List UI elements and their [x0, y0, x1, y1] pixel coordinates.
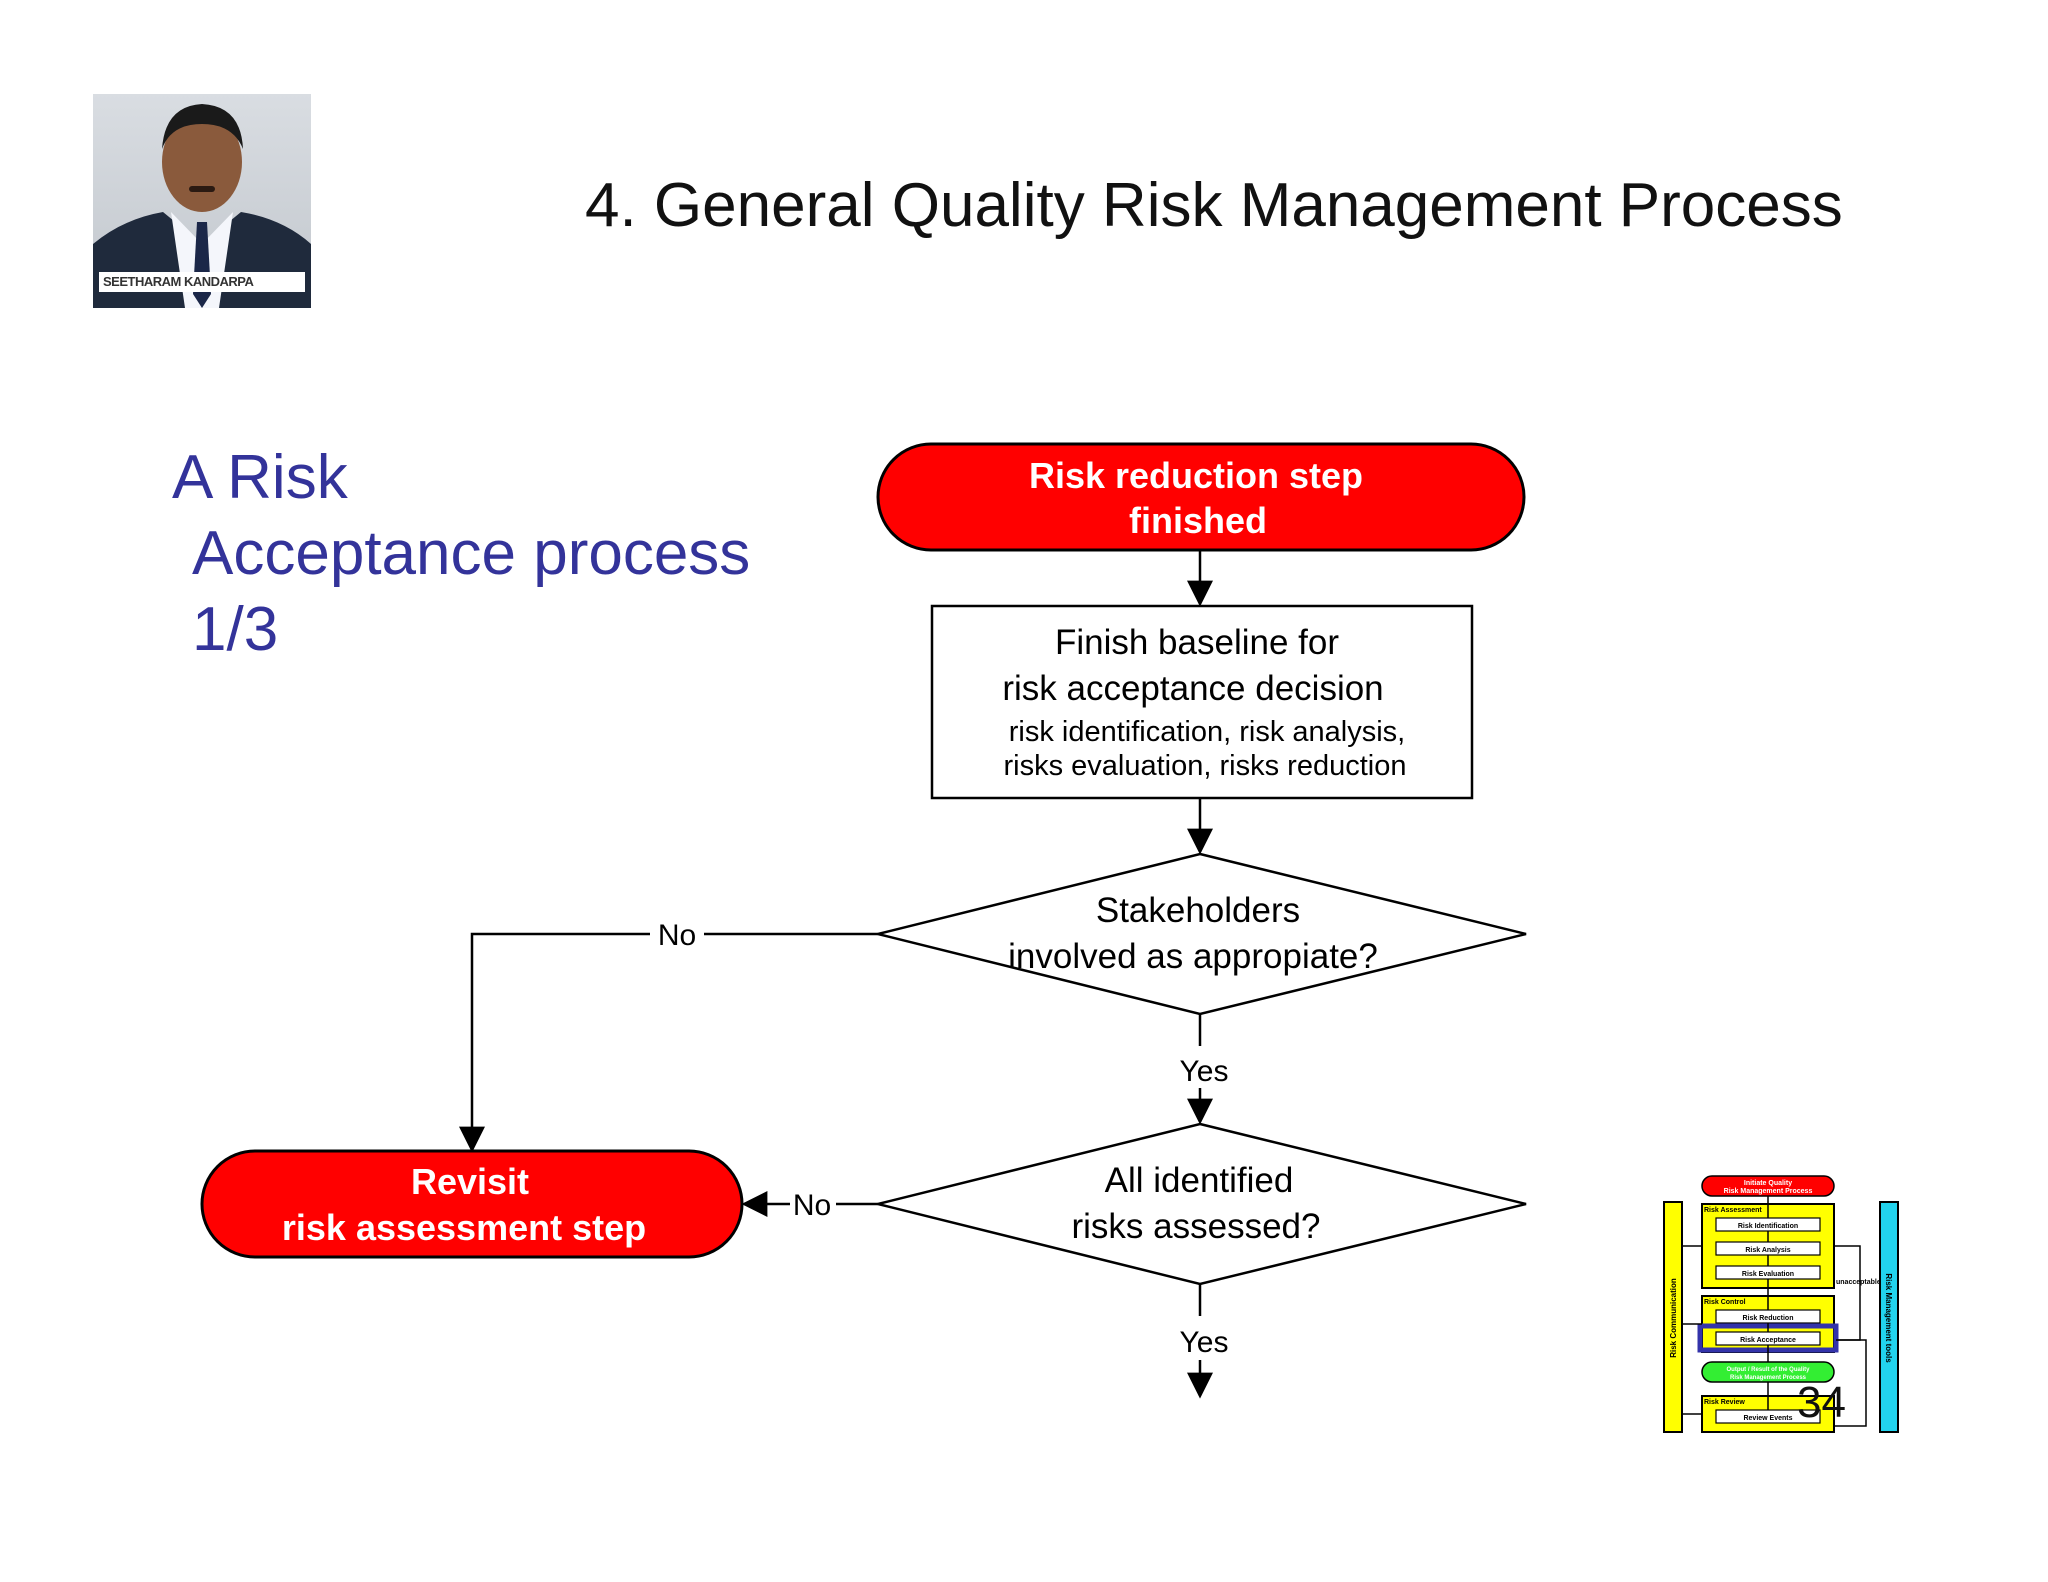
mini-risk-tools-bar	[1879, 1201, 1899, 1433]
mini-review-events-label: Review Events	[1743, 1415, 1792, 1422]
mini-risk-analysis-label: Risk Analysis	[1745, 1247, 1790, 1254]
mini-output-line2: Risk Management Process	[1730, 1375, 1807, 1381]
mini-risk-communication-bar	[1663, 1201, 1683, 1433]
side-title-line: 1/3	[192, 595, 279, 664]
label-no-risks: No	[793, 1189, 831, 1222]
mini-risk-review-label: Risk Review	[1704, 1399, 1745, 1406]
mini-risk-communication-label: Risk Communication	[1669, 1278, 1678, 1358]
start-terminator	[876, 442, 1526, 552]
decision1-line2: involved as appropiate?	[1008, 937, 1378, 976]
baseline-line2: risk acceptance decision	[1002, 669, 1383, 708]
revisit-label-line1: Revisit	[411, 1161, 529, 1202]
label-no-stakeholders: No	[658, 919, 696, 952]
mini-initiate-line1: Initiate Quality	[1744, 1180, 1792, 1187]
decision-risks-assessed	[877, 1122, 1527, 1286]
side-title-line: Acceptance process	[192, 519, 751, 588]
decision2-line1: All identified	[1105, 1161, 1294, 1200]
mini-output-line1: Output / Result of the Quality	[1727, 1367, 1811, 1373]
decision1-line1: Stakeholders	[1096, 891, 1300, 930]
baseline-line1: Finish baseline for	[1055, 623, 1339, 662]
revisit-label-line2: risk assessment step	[282, 1207, 646, 1248]
baseline-line4: risks evaluation, risks reduction	[1004, 750, 1407, 782]
mini-risk-reduction-label: Risk Reduction	[1743, 1315, 1794, 1322]
mini-risk-tools-label: Risk Management tools	[1884, 1273, 1893, 1363]
start-label-line1: Risk reduction step	[1029, 455, 1363, 496]
label-yes-stakeholders: Yes	[1180, 1055, 1229, 1088]
mini-process-diagram: Risk Communication Risk Management tools…	[1663, 1175, 1899, 1433]
label-yes-risks: Yes	[1180, 1326, 1229, 1359]
baseline-process-box	[930, 604, 1474, 800]
page-number: 34	[1797, 1378, 1846, 1427]
mini-risk-identification-label: Risk Identification	[1738, 1223, 1798, 1230]
mini-risk-evaluation-label: Risk Evaluation	[1742, 1271, 1794, 1278]
start-label-line2: finished	[1129, 500, 1267, 541]
side-title-line: A Risk	[172, 443, 348, 512]
mini-unacceptable-label: unacceptable	[1836, 1279, 1881, 1286]
decision-stakeholders	[877, 852, 1527, 1016]
revisit-terminator	[200, 1149, 744, 1259]
connector-no1-left	[459, 932, 650, 1153]
decision2-line2: risks assessed?	[1072, 1207, 1321, 1246]
mini-risk-acceptance-label: Risk Acceptance	[1740, 1337, 1796, 1344]
presenter-photo: SEETHARAM KANDARPA	[93, 94, 311, 308]
side-title: A Risk Acceptance process 1/3	[172, 440, 750, 668]
mini-risk-control-label: Risk Control	[1704, 1299, 1746, 1306]
slide-title: 4. General Quality Risk Management Proce…	[585, 171, 1843, 240]
mini-initiate-line2: Risk Management Process	[1724, 1188, 1813, 1195]
mini-acceptance-tools-connector	[1834, 1339, 1867, 1427]
mini-risk-assessment-label: Risk Assessment	[1704, 1207, 1762, 1214]
baseline-line3: risk identification, risk analysis,	[1009, 716, 1405, 748]
photo-caption: SEETHARAM KANDARPA	[99, 272, 305, 292]
